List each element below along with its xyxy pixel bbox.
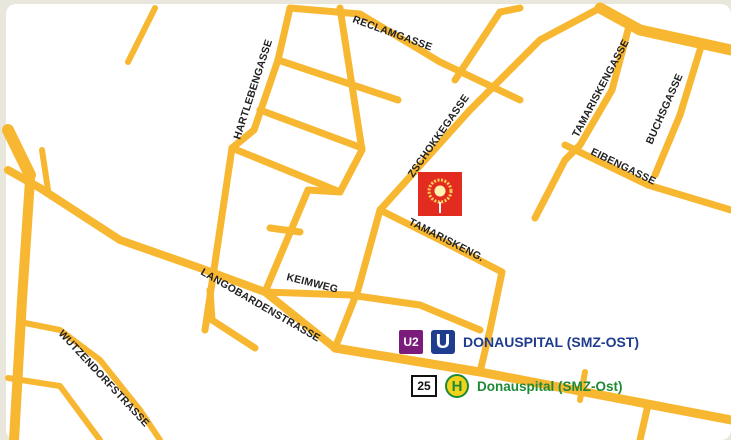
road-cross-2 [256, 106, 366, 152]
road-keimweg-north [261, 186, 312, 296]
legend-bus: 25 H Donauspital (SMZ-Ost) [411, 374, 623, 398]
road-tamarisk-west [331, 206, 384, 352]
ubahn-logo-icon: U [431, 330, 455, 354]
road-reclamgasse [286, 4, 524, 104]
road-eibengasse [561, 141, 731, 214]
sun-logo-icon [427, 178, 453, 213]
road-tamariskengasse [531, 26, 632, 222]
road-west-stub [39, 147, 51, 193]
road-hartlebengasse [201, 4, 294, 334]
ubahn-line-badge: U2 [399, 330, 423, 354]
poi-marker[interactable] [418, 172, 462, 216]
road-cross-3 [228, 144, 344, 196]
legend-ubahn: U2 U DONAUSPITAL (SMZ-OST) [399, 330, 639, 354]
road-southwest [5, 375, 103, 440]
road-buchsgasse [651, 46, 704, 179]
road-north-west-stub [125, 5, 158, 65]
bus-station-name: Donauspital (SMZ-Ost) [477, 378, 623, 394]
map-land [6, 4, 731, 440]
road-west-vertical [9, 175, 35, 440]
road-east-main [594, 2, 731, 56]
road-north-diag [451, 8, 504, 84]
road-tamariskeng [376, 206, 506, 376]
road-keimweg [261, 288, 484, 334]
bus-line-badge: 25 [411, 375, 437, 397]
road-south-stub-2 [636, 401, 652, 440]
road-south-loop [206, 286, 259, 352]
road-west-top [2, 124, 36, 181]
bus-stop-icon: H [445, 374, 469, 398]
road-south-stub-1 [577, 369, 588, 403]
road-zschokkegasse [376, 4, 604, 214]
road-wutzendorfstrasse [17, 319, 163, 440]
road-stub-keim [266, 224, 304, 236]
ubahn-station-name: DONAUSPITAL (SMZ-OST) [463, 334, 640, 350]
road-cross-1 [274, 56, 402, 104]
road-inner-block [304, 4, 366, 196]
